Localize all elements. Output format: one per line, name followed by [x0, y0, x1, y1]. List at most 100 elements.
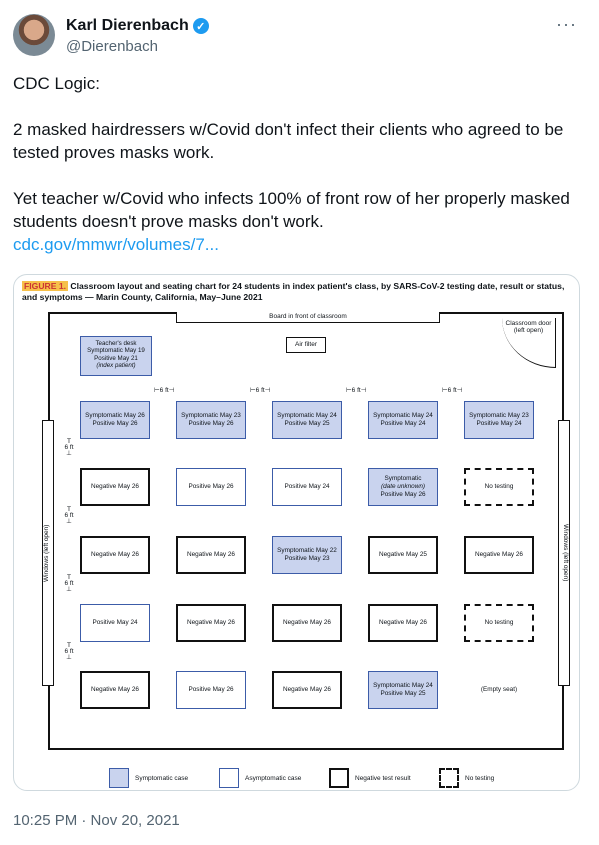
tweet-paragraph: Yet teacher w/Covid who infects 100% of …: [13, 189, 570, 231]
seat: Positive May 26: [176, 671, 246, 709]
desk-line: Positive May 21: [94, 354, 138, 362]
spacing-tick: T: [67, 574, 71, 581]
seat-line: Symptomatic May 22: [277, 547, 337, 554]
seat-line: Positive May 24: [284, 483, 330, 490]
seat: (Empty seat): [464, 671, 534, 709]
seat-line: Symptomatic May 24: [373, 412, 433, 419]
seat: Negative May 26: [272, 671, 342, 709]
seat-line: No testing: [484, 619, 514, 626]
verified-check-icon: ✓: [192, 18, 209, 34]
seat: Negative May 26: [80, 536, 150, 574]
avatar[interactable]: [13, 14, 55, 56]
spacing-label: 6 ft: [255, 387, 265, 394]
legend-item: Asymptomatic case: [219, 767, 301, 789]
author-name-row[interactable]: Karl Dierenbach ✓: [66, 17, 209, 35]
legend-item: Negative test result: [329, 767, 411, 789]
seat: Positive May 24: [272, 468, 342, 506]
seat-label: Negative May 26: [379, 619, 427, 627]
spacing-tick: ⊥: [66, 518, 72, 525]
legend-label: Symptomatic case: [135, 774, 189, 782]
spacing-marker: ⊢6 ft⊣: [346, 387, 367, 394]
seat-label: Negative May 26: [283, 686, 331, 694]
legend-label: No testing: [465, 774, 495, 782]
seat-label: Negative May 26: [187, 619, 235, 627]
seat-line: Negative May 26: [379, 619, 427, 626]
seat-label: Positive May 26: [188, 686, 233, 694]
seat-label: Positive May 26: [188, 483, 233, 491]
legend-swatch: [329, 768, 349, 788]
seat-label: Negative May 26: [91, 551, 139, 559]
seat-line: Positive May 24: [92, 619, 138, 626]
seat-label: Negative May 26: [283, 619, 331, 627]
seat-line: Positive May 26: [188, 483, 234, 490]
seat-line: Symptomatic May 24: [277, 412, 337, 419]
spacing-tick: ⊥: [66, 450, 72, 457]
seat-line: Positive May 25: [380, 690, 426, 697]
seat-label: Negative May 26: [91, 686, 139, 694]
seat: Negative May 26: [464, 536, 534, 574]
seat-line: (Empty seat): [480, 686, 518, 693]
seat-line: Negative May 26: [187, 551, 235, 558]
legend-label: Negative test result: [355, 774, 411, 782]
seat-label: No testing: [485, 483, 514, 491]
desk-line: Symptomatic May 19: [87, 347, 145, 355]
seat-line: Positive May 24: [476, 420, 522, 427]
spacing-tick: ⊥: [66, 654, 72, 661]
spacing-label: 6 ft: [64, 648, 74, 655]
spacing-marker: ⊢6 ft⊣: [154, 387, 175, 394]
legend-item: No testing: [439, 767, 494, 789]
seat-line: Symptomatic May 23: [469, 412, 529, 419]
spacing-label: 6 ft: [159, 387, 169, 394]
seat-line: Negative May 26: [283, 619, 331, 626]
author-name[interactable]: Karl Dierenbach: [66, 17, 189, 34]
seat: Negative May 26: [80, 671, 150, 709]
seat: No testing: [464, 468, 534, 506]
spacing-tick: T: [67, 642, 71, 649]
tweet-text: CDC Logic: 2 masked hairdressers w/Covid…: [13, 72, 583, 256]
seat-line: Negative May 26: [475, 551, 523, 558]
seat-label: No testing: [485, 619, 514, 627]
spacing-tick: ⊥: [66, 586, 72, 593]
seat-label: Negative May 26: [475, 551, 523, 559]
figure-label: FIGURE 1.: [22, 281, 69, 291]
more-icon[interactable]: ···: [556, 14, 577, 34]
seat-line: Positive May 23: [284, 555, 330, 562]
author-handle[interactable]: @Dierenbach: [66, 38, 158, 55]
figure-caption: FIGURE 1. Classroom layout and seating c…: [22, 281, 577, 303]
seat-line: Symptomatic May 23: [181, 412, 241, 419]
seat-label: Symptomatic(date unknown)Positive May 26: [380, 475, 425, 499]
spacing-label: 6 ft: [64, 580, 74, 587]
seat-line: Positive May 26: [92, 420, 138, 427]
seat: Symptomatic(date unknown)Positive May 26: [368, 468, 438, 506]
seat-line: Negative May 25: [379, 551, 427, 558]
teacher-desk: Teacher's desk Symptomatic May 19 Positi…: [80, 336, 152, 376]
legend-swatch: [439, 768, 459, 788]
tweet-paragraph: 2 masked hairdressers w/Covid don't infe…: [13, 120, 564, 162]
seat-line: Negative May 26: [91, 551, 139, 558]
seat-line: No testing: [484, 483, 514, 490]
spacing-tick: T: [67, 438, 71, 445]
tweet-link[interactable]: cdc.gov/mmwr/volumes/7...: [13, 235, 219, 254]
tweet-paragraph: CDC Logic:: [13, 74, 100, 93]
seat: Negative May 26: [272, 604, 342, 642]
seat-line: Positive May 25: [284, 420, 330, 427]
seat-line: Positive May 26: [188, 686, 234, 693]
seat-line: Negative May 26: [187, 619, 235, 626]
tweet-timestamp[interactable]: 10:25 PM · Nov 20, 2021: [13, 812, 180, 829]
air-filter: Air filter: [286, 337, 326, 353]
tweet-image[interactable]: FIGURE 1. Classroom layout and seating c…: [13, 274, 580, 791]
seat-line: Symptomatic: [384, 475, 422, 482]
